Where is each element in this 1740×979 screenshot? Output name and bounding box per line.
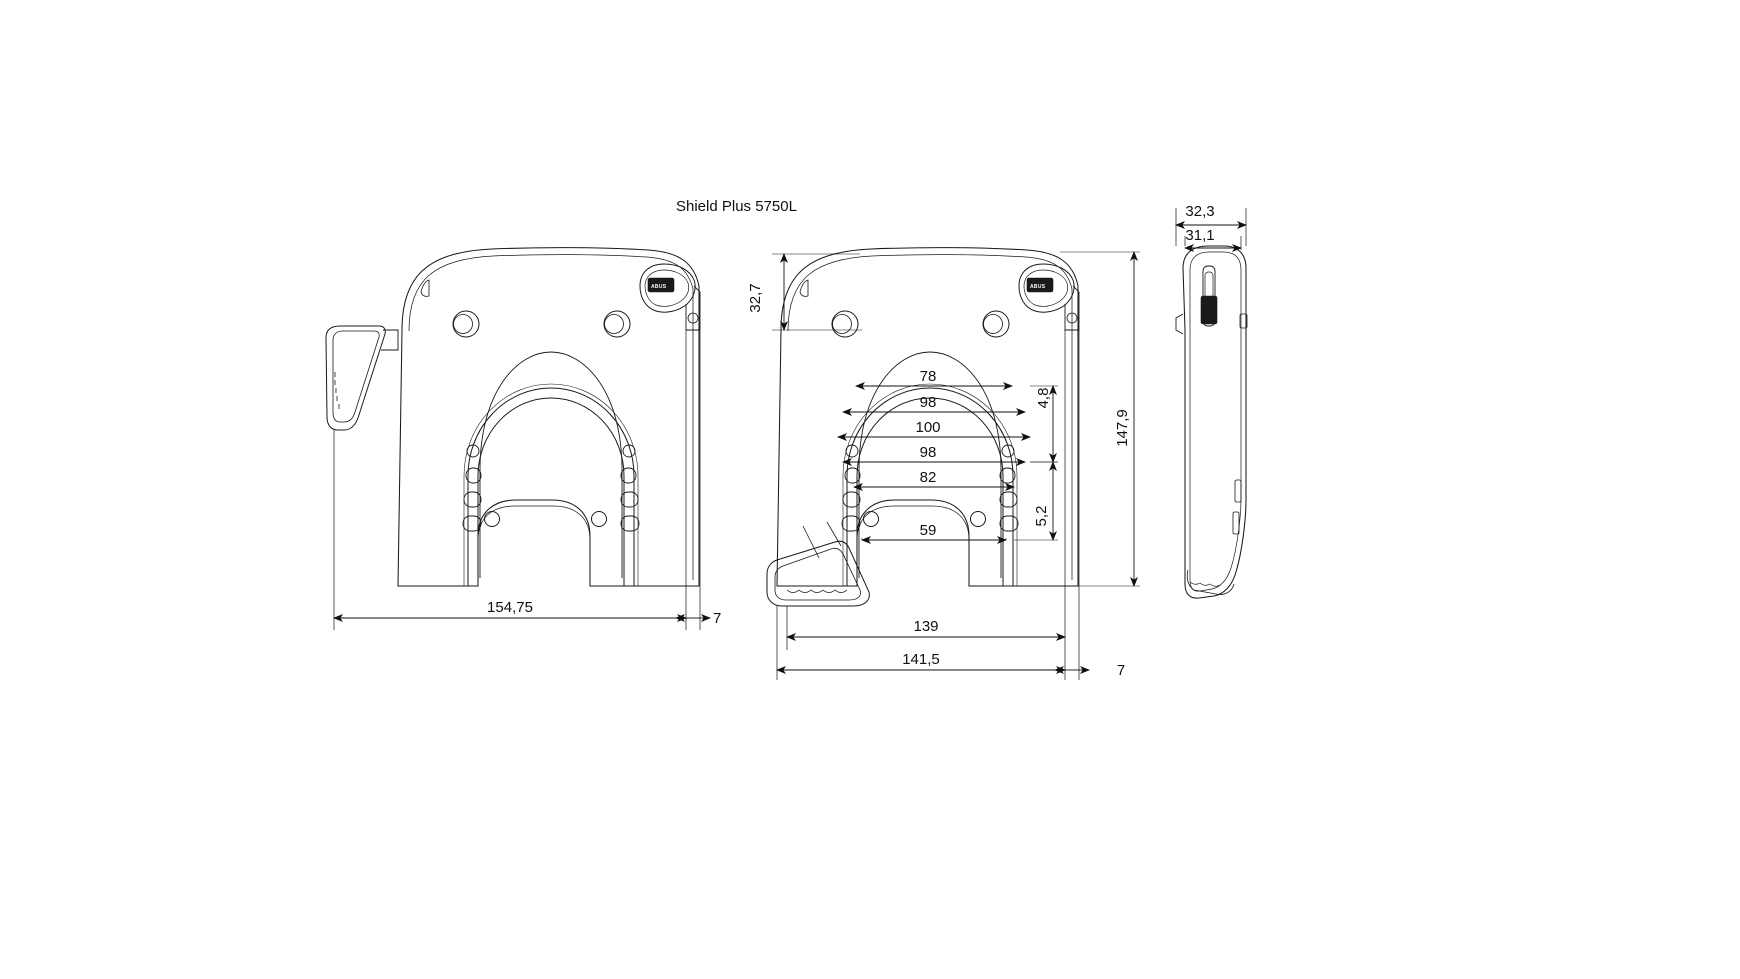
- dimension-label-59: 59: [920, 522, 937, 539]
- dimension-label-141-5: 141,5: [902, 651, 940, 668]
- view-left: ABUS 154,75 7: [325, 247, 721, 630]
- dimension-gap-opening: 59: [861, 522, 1007, 544]
- holder-bracket-middle: [766, 521, 870, 607]
- dimension-depth-inner: 31,1: [1184, 227, 1242, 252]
- dimension-inner-stack: 78 98 100 98 82: [837, 368, 1031, 491]
- view-middle: ABUS: [766, 247, 1080, 607]
- dimension-thickness-middle: 7: [1054, 662, 1125, 679]
- drawing-title: Shield Plus 5750L: [676, 198, 797, 215]
- dimension-depth-outer: 32,3: [1175, 203, 1247, 229]
- dimension-label-32-7: 32,7: [747, 283, 764, 312]
- dimensions-middle: 32,7 78 98 100 98 82 59: [747, 251, 1140, 680]
- dimension-label-78: 78: [920, 368, 937, 385]
- dimension-label-98-lower: 98: [920, 444, 937, 461]
- dimension-label-7-left: 7: [713, 610, 721, 627]
- dimension-left-thickness: 7: [675, 610, 721, 627]
- dimension-label-139: 139: [913, 618, 938, 635]
- abus-logo-middle: ABUS: [1030, 284, 1046, 290]
- dimension-width-body: 139: [786, 618, 1066, 641]
- dimension-label-5-2: 5,2: [1033, 506, 1050, 527]
- dimension-label-100: 100: [915, 419, 940, 436]
- dimension-pitch-lower: 5,2: [1014, 461, 1058, 541]
- dimension-label-4-8: 4,8: [1035, 388, 1052, 409]
- dimension-label-154-75: 154,75: [487, 599, 533, 616]
- dimension-pitch-upper: 4,8: [1030, 385, 1058, 463]
- dimension-label-147-9: 147,9: [1114, 409, 1131, 447]
- dimension-label-32-3: 32,3: [1185, 203, 1214, 220]
- dimension-top-offset: 32,7: [747, 253, 862, 331]
- dimension-label-98-upper: 98: [920, 394, 937, 411]
- abus-logo-left: ABUS: [651, 284, 667, 290]
- dimension-label-7-middle: 7: [1117, 662, 1125, 679]
- extension-lines-left: [333, 330, 701, 630]
- dimension-left-width: 154,75: [333, 599, 687, 622]
- dimension-height-overall: 147,9: [1060, 251, 1140, 587]
- dimension-label-31-1: 31,1: [1185, 227, 1214, 244]
- dimension-width-total: 141,5: [776, 651, 1066, 674]
- view-right-profile: 32,3 31,1: [1175, 203, 1248, 599]
- dimension-label-82: 82: [920, 469, 937, 486]
